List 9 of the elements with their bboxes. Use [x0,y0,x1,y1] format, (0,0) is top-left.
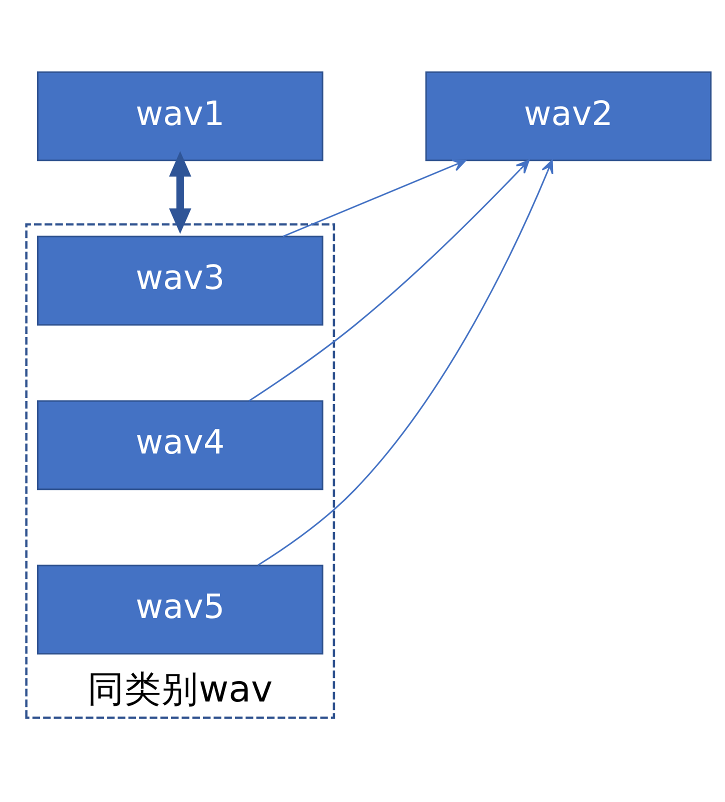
node-box: wav5 [37,564,324,655]
node-box: wav1 [37,71,324,162]
node-box: wav3 [37,236,324,326]
arrow [248,160,530,402]
node-box: wav2 [425,71,712,162]
arrow [282,159,466,238]
arrow [257,160,554,566]
arrow [169,151,192,234]
node-box: wav4 [37,400,324,490]
